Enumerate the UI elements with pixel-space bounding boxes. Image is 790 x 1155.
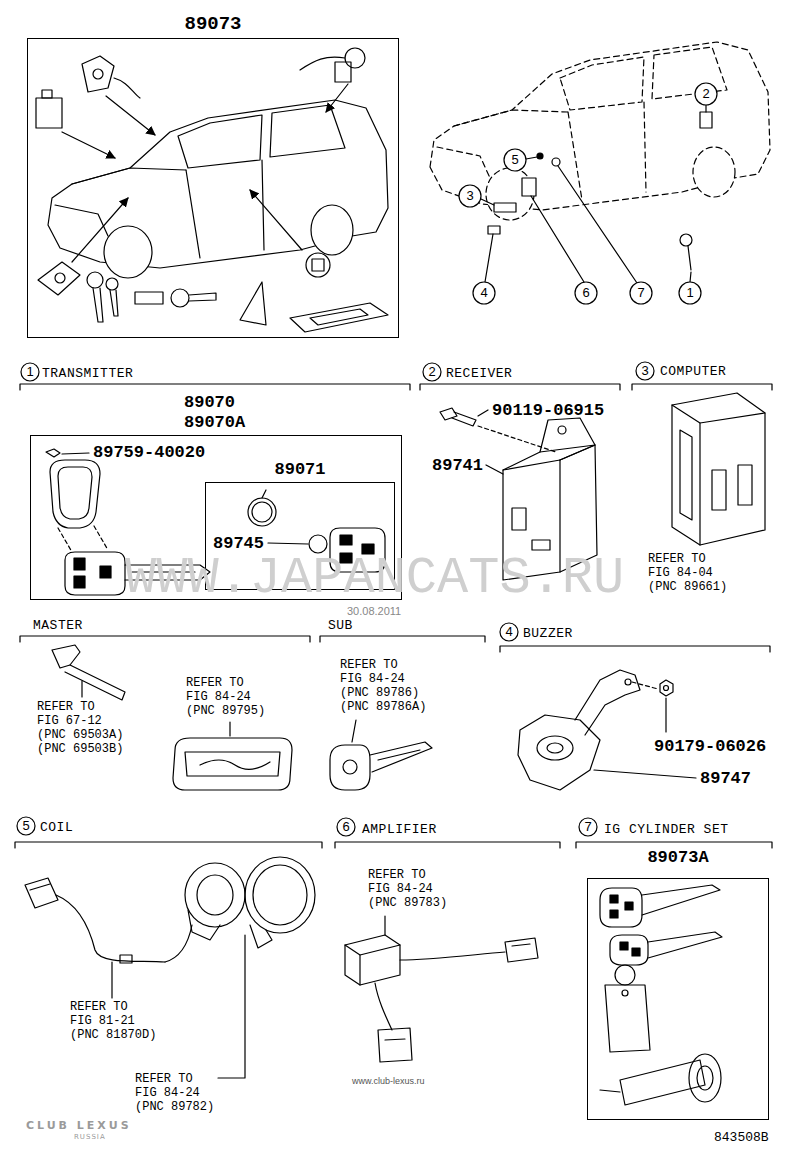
part-number: 90119-06915 [492,401,604,421]
text-line: (PNC 69503B) [37,742,123,756]
section-heading: COMPUTER [660,364,726,379]
callout-number: 2 [421,364,443,380]
part-group-box: 89073A [587,830,773,1123]
reference-note: REFER TO FIG 84-24 (PNC 89782) [135,1072,214,1114]
figure-code: 843508B [714,1130,769,1145]
ig-cylinder-sketch [600,885,722,1105]
coil-sketch [25,857,315,1078]
logo-text: RUSSIA [74,1133,106,1142]
text-line: REFER TO [340,658,426,672]
part-sketches [36,48,388,332]
section-heading: BUZZER [523,626,573,641]
watermark: www.club-lexus.ru [352,1076,425,1087]
text-line: 89070 [184,393,248,413]
callout-number: 5 [15,818,37,834]
reference-note: REFER TO FIG 84-24 (PNC 89783) [368,868,447,910]
amplifier-sketch [345,916,538,1062]
sub-key-sketch [330,720,432,790]
text-line: (PNC 89783) [368,896,447,910]
callout-number: 5 [504,152,526,168]
part-number: 90179-06026 [654,737,766,757]
box-outline [587,878,769,1120]
box-outline [27,38,399,338]
section-heading: AMPLIFIER [362,822,437,837]
callout-number: 3 [459,188,481,204]
text-line: FIG 84-24 [368,882,447,896]
section-heading: COIL [40,820,73,835]
text-line: FIG 84-24 [186,690,265,704]
section-heading: 89073A [587,848,769,868]
callout-number: 4 [498,624,520,640]
text-line: FIG 84-24 [135,1086,214,1100]
reference-note: REFER TO FIG 84-04 (PNC 89661) [648,552,727,594]
callout-number: 7 [577,819,599,835]
text-line: REFER TO [37,700,123,714]
text-line: FIG 81-21 [70,1014,156,1028]
part-number: 89745 [213,534,264,554]
text-line: (PNC 89661) [648,580,727,594]
reference-note: REFER TO FIG 81-21 (PNC 81870D) [70,1000,156,1042]
text-line: (PNC 89795) [186,704,265,718]
text-line: (PNC 81870D) [70,1028,156,1042]
section-heading: RECEIVER [446,366,512,381]
callout-number: 6 [575,285,597,301]
text-line: FIG 84-24 [340,672,426,686]
text-line: (PNC 89786) [340,686,426,700]
part-number: 89759-40020 [93,443,205,463]
pointer-arrows [62,84,348,262]
text-line: FIG 84-04 [648,566,727,580]
vehicle-outline [430,42,770,220]
section-heading: 89070 89070A [184,393,248,433]
section-panel: AMPLIFIER [335,815,561,1115]
callout-number: 2 [695,86,717,102]
section-heading: 89071 [205,460,395,480]
part-number: 89747 [700,769,751,789]
reference-note: REFER TO FIG 67-12 (PNC 69503A) (PNC 695… [37,700,123,756]
callout-number: 1 [679,285,701,301]
text-line: (PNC 89786A) [340,700,426,714]
section-panel: IG CYLINDER SET 89073A [575,815,772,1125]
buzzer-sketch [518,670,696,790]
watermark: WWW.JAPANCATS.RU [125,553,624,605]
location-marks [459,83,717,304]
section-heading: 89073 [27,14,399,34]
callout-number: 7 [630,285,652,301]
figure-box: 89073 [27,12,403,338]
logo-text: CLUB LEXUS [26,1119,132,1132]
section-heading: MASTER [33,618,83,633]
text-line: REFER TO [135,1072,214,1086]
vehicle-outline [48,100,388,278]
text-line: REFER TO [70,1000,156,1014]
text-line: REFER TO [648,552,727,566]
text-line: REFER TO [368,868,447,882]
text-line: 89070A [184,413,248,433]
reference-note: REFER TO FIG 84-24 (PNC 89795) [186,676,265,718]
computer-sketch [672,393,765,545]
text-line: REFER TO [186,676,265,690]
text-line: FIG 67-12 [37,714,123,728]
section-heading: TRANSMITTER [42,366,133,381]
callout-number: 6 [335,819,357,835]
section-heading: SUB [328,618,353,633]
section-brackets [15,362,772,848]
callout-number: 1 [19,364,41,380]
callout-number: 4 [473,285,495,301]
text-line: (PNC 69503A) [37,728,123,742]
reference-note: REFER TO FIG 84-24 (PNC 89786) (PNC 8978… [340,658,426,714]
part-number: 89741 [432,456,483,476]
section-heading: IG CYLINDER SET [604,822,729,837]
date-stamp: 30.08.2011 [347,605,401,618]
text-line: (PNC 89782) [135,1100,214,1114]
callout-number: 3 [634,363,656,379]
